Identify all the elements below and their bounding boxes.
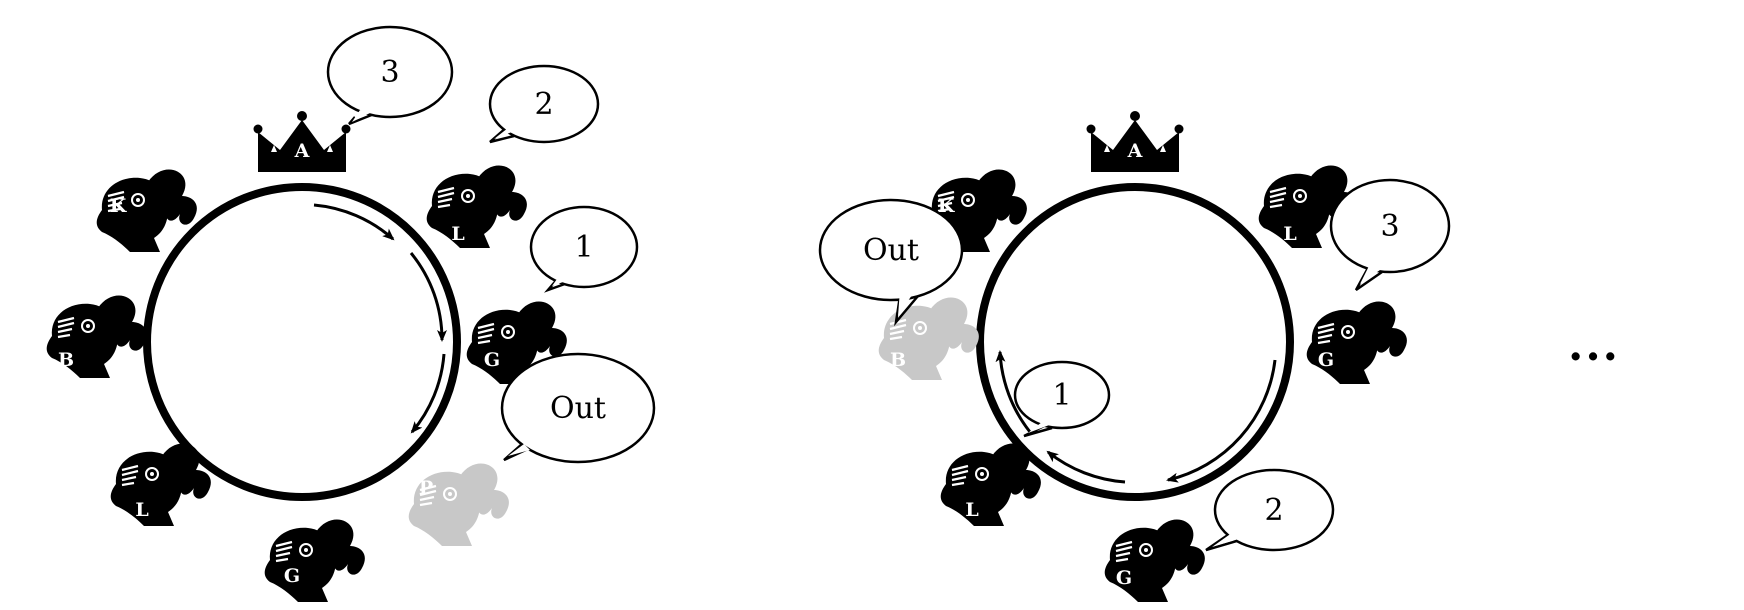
knight-3: G — [1103, 518, 1207, 604]
speech-bubble-2: 2 — [488, 64, 600, 144]
bubble-text: Out — [863, 233, 919, 268]
arrow-3 — [995, 350, 1032, 433]
scene-2: A L G G L B K — [818, 111, 1451, 604]
crown-letter: A — [1127, 140, 1143, 162]
arrow-1 — [1166, 359, 1277, 483]
bubble-text: 1 — [1052, 378, 1071, 413]
counting-arrows — [313, 203, 448, 434]
knight-6: B — [45, 294, 149, 380]
knight-letter: K — [110, 195, 128, 217]
arrow-2 — [409, 252, 448, 342]
knight-letter: G — [1116, 567, 1132, 589]
knight-6: K — [925, 168, 1029, 254]
knight-3-eliminated: P — [407, 462, 511, 548]
knight-letter: P — [419, 477, 433, 499]
knight-letter: B — [58, 349, 74, 371]
arrow-2 — [1046, 450, 1126, 484]
speech-bubble-1: 1 — [529, 205, 639, 293]
knight-5: L — [109, 442, 213, 528]
crown-a: A — [253, 111, 351, 172]
crown-a: A — [1086, 111, 1184, 172]
knight-letter: B — [890, 349, 906, 371]
bubble-text: 1 — [574, 230, 593, 265]
bubble-text: Out — [550, 391, 606, 426]
scene-1: A L G P G L B K — [45, 25, 656, 604]
knight-4: L — [939, 442, 1043, 528]
knight-letter: G — [1318, 349, 1334, 371]
counting-arrows — [995, 350, 1277, 484]
bubble-text: 2 — [1264, 493, 1283, 528]
knight-2: G — [465, 300, 569, 386]
continuation-ellipsis: ... — [1568, 320, 1620, 371]
knight-5-eliminated: B — [877, 296, 981, 382]
knight-letter: L — [1283, 223, 1296, 245]
arrow-1 — [313, 203, 395, 241]
knight-letter: G — [284, 565, 300, 587]
knight-7: K — [95, 168, 199, 254]
bubble-text: 2 — [534, 87, 553, 122]
arrow-3 — [410, 353, 446, 434]
bubble-text: 3 — [1380, 209, 1399, 244]
speech-bubble-out: Out — [500, 352, 656, 464]
knight-letter: L — [135, 499, 148, 521]
knight-1: L — [425, 164, 529, 250]
knight-1: L — [1257, 164, 1361, 250]
speech-bubble-2: 2 — [1205, 468, 1335, 552]
knight-letter: K — [938, 195, 956, 217]
circle-ring — [976, 183, 1294, 501]
knight-letter: L — [965, 499, 978, 521]
knight-4: G — [263, 518, 367, 604]
knight-2: G — [1305, 300, 1409, 386]
speech-bubble-3: 3 — [326, 25, 454, 126]
knight-letter: G — [484, 349, 500, 371]
circle-ring — [143, 183, 461, 501]
bubble-text: 3 — [380, 55, 399, 90]
crown-letter: A — [294, 140, 310, 162]
speech-bubble-out: Out — [818, 198, 964, 327]
speech-bubble-3: 3 — [1329, 178, 1451, 292]
knight-letter: L — [451, 223, 464, 245]
speech-bubble-1: 1 — [1013, 360, 1111, 438]
